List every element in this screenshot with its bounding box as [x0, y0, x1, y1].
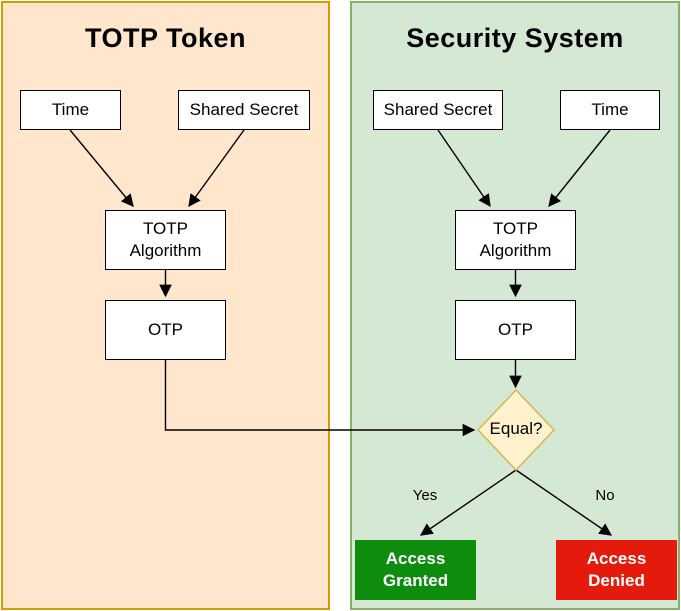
node-access-granted: Access Granted [355, 540, 476, 600]
node-shared-secret-right: Shared Secret [373, 90, 503, 130]
node-access-denied: Access Denied [556, 540, 677, 600]
node-access-granted-line2: Granted [382, 571, 449, 590]
node-totp-algorithm-left: TOTP Algorithm [105, 210, 226, 270]
node-totp-algorithm-right-line2: Algorithm [479, 241, 552, 260]
node-time-left: Time [20, 90, 121, 130]
node-access-granted-line1: Access [385, 548, 446, 568]
node-time-right: Time [560, 90, 660, 130]
node-time-left-label: Time [51, 99, 90, 119]
node-shared-secret-left: Shared Secret [178, 90, 310, 130]
equal-decision-label: Equal? [489, 419, 543, 438]
node-otp-left-label: OTP [148, 319, 183, 339]
node-access-denied-line2: Denied [588, 571, 645, 590]
node-shared-secret-right-label: Shared Secret [383, 99, 493, 119]
edge-label-no: No [595, 487, 615, 504]
totp-token-panel-title: TOTP Token [84, 23, 247, 53]
node-shared-secret-left-label: Shared Secret [189, 99, 299, 119]
node-otp-right: OTP [455, 300, 576, 360]
node-otp-right-label: OTP [498, 319, 533, 339]
edge-label-yes: Yes [412, 487, 438, 504]
node-access-denied-line1: Access [586, 548, 647, 568]
node-totp-algorithm-left-line2: Algorithm [129, 241, 202, 260]
node-totp-algorithm-left-line1: TOTP [142, 218, 189, 238]
security-system-panel-title: Security System [406, 23, 624, 53]
node-time-right-label: Time [591, 99, 629, 119]
node-totp-algorithm-right: TOTP Algorithm [455, 210, 576, 270]
node-otp-left: OTP [105, 300, 226, 360]
node-totp-algorithm-right-line1: TOTP [492, 218, 539, 238]
